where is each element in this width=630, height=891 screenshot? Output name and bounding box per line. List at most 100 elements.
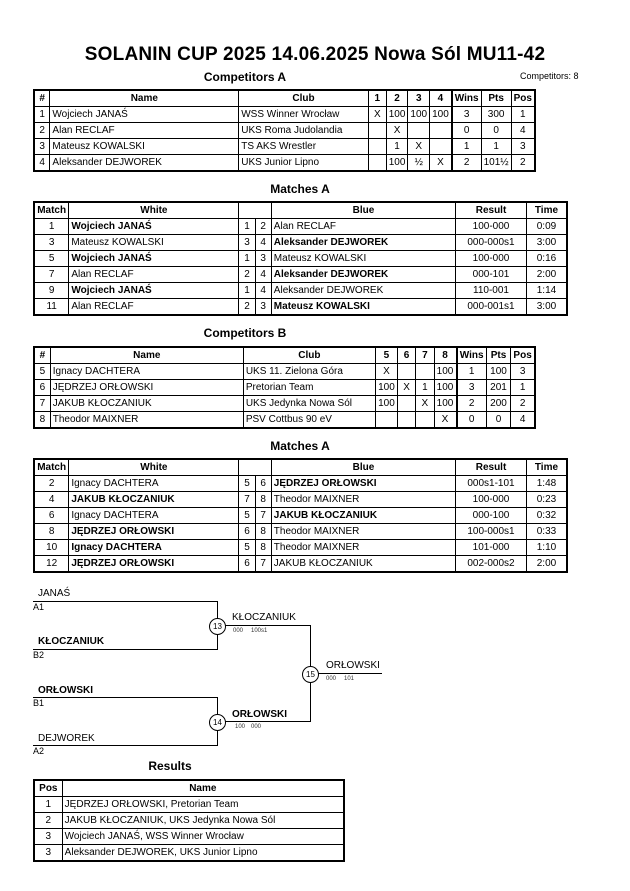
blue-id: 8: [254, 539, 272, 556]
column-header: 2: [385, 89, 409, 107]
column-header: Blue: [270, 458, 457, 476]
bracket-player-2: KŁOCZANIUK: [38, 636, 105, 647]
table-cell: 4: [510, 122, 536, 139]
table-cell: 3: [451, 106, 482, 123]
match-time: 1:10: [525, 539, 568, 556]
table-cell: [367, 154, 387, 172]
bracket-player-4: DEJWOREK: [38, 733, 95, 744]
table-cell: Wojciech JANAŚ: [49, 106, 240, 123]
bracket-m15-score1: 000: [326, 676, 337, 682]
blue-id: 2: [254, 218, 272, 235]
column-header: Name: [49, 346, 244, 364]
table-cell: [415, 363, 435, 380]
table-cell: Ignacy DACHTERA: [49, 363, 244, 380]
table-cell: Alan RECLAF: [49, 122, 240, 139]
table-cell: 300: [480, 106, 512, 123]
table-cell: 3: [510, 363, 536, 380]
table-cell: 0: [480, 122, 512, 139]
bracket-m13-score2: 100s1: [251, 628, 268, 634]
table-cell: PSV Cottbus 90 eV: [242, 411, 376, 429]
table-cell: 6: [33, 379, 51, 396]
table-cell: 2: [456, 395, 487, 412]
table-cell: Aleksander DEJWOREK: [49, 154, 240, 172]
table-cell: X: [367, 106, 387, 123]
column-header: 1: [367, 89, 387, 107]
table-cell: 1: [456, 363, 487, 380]
white-competitor: Wojciech JANAŚ: [68, 250, 240, 267]
table-cell: Pretorian Team: [242, 379, 376, 396]
table-cell: UKS 11. Zielona Góra: [242, 363, 376, 380]
column-header: [238, 458, 256, 476]
table-cell: 2: [451, 154, 482, 172]
table-cell: 100: [385, 154, 409, 172]
match-result: 000-001s1: [455, 298, 527, 316]
column-header: Name: [61, 779, 345, 797]
blue-competitor: Alan RECLAF: [270, 218, 457, 235]
blue-competitor: Aleksander DEJWOREK: [270, 282, 457, 299]
bracket-m14-score2: 000: [251, 724, 262, 730]
table-cell: X: [429, 154, 453, 172]
bracket-match-13: 13: [209, 618, 226, 635]
table-cell: UKS Jedynka Nowa Sól: [242, 395, 376, 412]
column-header: Match: [33, 458, 70, 476]
match-time: 3:00: [525, 234, 568, 251]
match-time: 0:09: [525, 218, 568, 235]
column-header: Name: [49, 89, 240, 107]
blue-competitor: Aleksander DEJWOREK: [270, 234, 457, 251]
match-number: 6: [33, 507, 70, 524]
blue-competitor: Aleksander DEJWOREK: [270, 266, 457, 283]
table-cell: [429, 122, 453, 139]
table-cell: [374, 411, 398, 429]
table-cell: 101½: [480, 154, 512, 172]
white-id: 5: [238, 539, 256, 556]
match-number: 1: [33, 218, 70, 235]
white-competitor: JĘDRZEJ ORŁOWSKI: [68, 523, 240, 540]
table-cell: 100: [385, 106, 409, 123]
bracket-seed-1: A1: [33, 602, 45, 612]
page-title: SOLANIN CUP 2025 14.06.2025 Nowa Sól MU1…: [84, 44, 546, 65]
bracket-m14-score1: 100: [235, 724, 246, 730]
match-number: 4: [33, 491, 70, 508]
match-result: 000-101: [455, 266, 527, 283]
competitors-count: Competitors: 8: [520, 71, 579, 81]
blue-competitor: Theodor MAIXNER: [270, 491, 457, 508]
column-header: #: [33, 89, 51, 107]
white-competitor: Mateusz KOWALSKI: [68, 234, 240, 251]
column-header: [238, 201, 256, 219]
column-header: Time: [525, 458, 568, 476]
table-cell: WSS Winner Wrocław: [238, 106, 369, 123]
bracket-m13-winner: KŁOCZANIUK: [232, 612, 296, 623]
blue-competitor: JĘDRZEJ ORŁOWSKI: [270, 475, 457, 492]
match-time: 1:14: [525, 282, 568, 299]
table-cell: Mateusz KOWALSKI: [49, 138, 240, 155]
white-competitor: Ignacy DACHTERA: [68, 539, 240, 556]
white-competitor: Wojciech JANAŚ: [68, 218, 240, 235]
blue-id: 4: [254, 234, 272, 251]
bracket-m13-score1: 000: [233, 628, 244, 634]
competitors-a-heading: Competitors A: [203, 70, 287, 84]
white-id: 1: [238, 250, 256, 267]
table-cell: 1: [451, 138, 482, 155]
column-header: [255, 201, 272, 219]
blue-id: 6: [254, 475, 272, 492]
match-result: 110-001: [455, 282, 527, 299]
match-time: 0:33: [525, 523, 568, 540]
blue-competitor: Theodor MAIXNER: [270, 539, 457, 556]
match-time: 2:00: [525, 555, 568, 573]
blue-id: 3: [254, 250, 272, 267]
bracket-player-1: JANAŚ: [38, 588, 71, 599]
match-time: 0:16: [525, 250, 568, 267]
table-cell: 3: [456, 379, 487, 396]
table-cell: 1: [510, 106, 536, 123]
column-header: Wins: [451, 89, 482, 107]
table-cell: 8: [33, 411, 51, 429]
